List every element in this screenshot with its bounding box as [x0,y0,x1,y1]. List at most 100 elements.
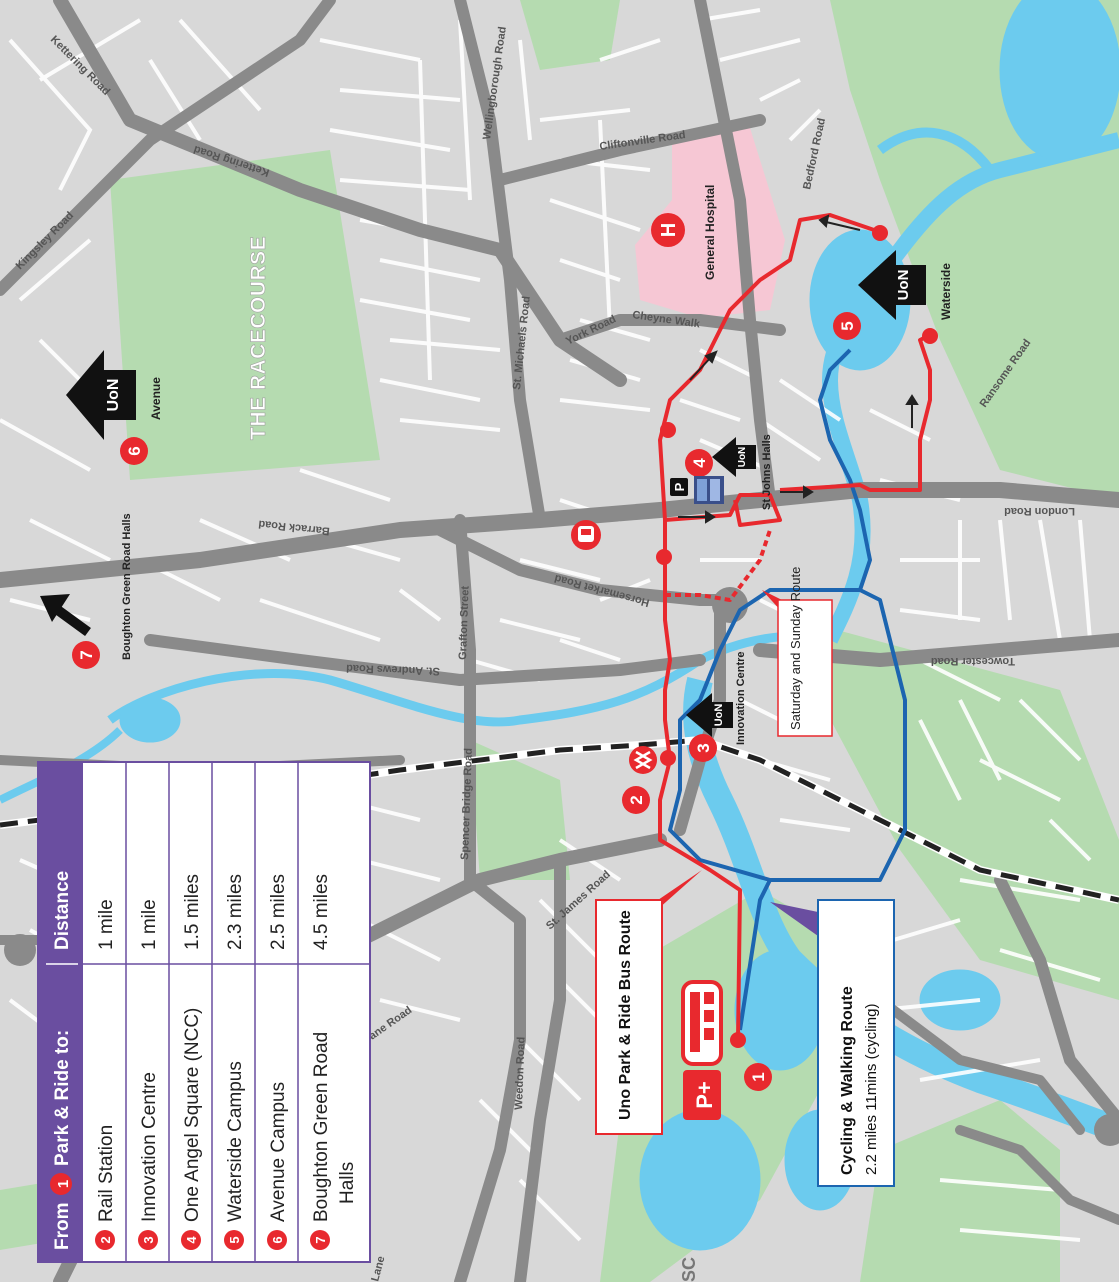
general-hospital-label: General Hospital [703,185,717,280]
road-label-weedon-road: Weedon Road [513,1037,528,1111]
location-label-boughton-green-road-halls: Boughton Green Road Halls [121,513,133,660]
row-distance: 4.5 miles [311,874,332,950]
cycling-route-callout: Cycling & Walking Route 2.2 miles 11mins… [770,899,895,1187]
table-row: 4 One Angel Square (NCC) 1.5 miles [168,762,212,1262]
distance-table-rows: 2 Rail Station 1 mile 3 Innovation Centre 1 m… [83,762,370,1262]
distance-table-header-prefix: From [52,1203,73,1251]
location-label-innovation-centre: Innovation Centre [735,651,747,745]
number-markers: 1 2 3 4 5 6 7 [72,312,861,1091]
row-destination: Avenue Campus [268,1082,289,1222]
row-distance: 1.5 miles [182,874,203,950]
distance-table-header-marker [50,1173,72,1195]
road-label-st-andrews-road: St. Andrews Road [346,662,440,677]
svg-text:6: 6 [125,446,144,455]
road-label-towcester-road: Towcester Road [931,655,1015,667]
road-label-london-road: London Road [1004,505,1075,517]
row-number-marker [181,1230,201,1250]
marker-4: 4 [685,449,713,477]
uon-marker-waterside: UoN [858,250,926,320]
row-distance: 2.3 miles [225,874,246,950]
uon-marker-icon [858,250,926,320]
uon-marker-icon [66,350,136,440]
svg-text:7: 7 [77,650,96,659]
row-distance: 1 mile [139,899,160,950]
uon-marker-text: UoN [105,379,122,412]
svg-text:P: P [672,482,687,491]
row-number-marker [138,1230,158,1250]
distance-table-header [38,762,83,1262]
marker-3: 3 [689,734,717,762]
row-destination: Waterside Campus [225,1061,246,1222]
row-number: 5 [227,1236,242,1243]
marker-6: 6 [120,437,148,465]
row-distance: 2.5 miles [268,874,289,950]
row-number: 3 [141,1236,156,1243]
one-angel-square-building-icon [694,476,724,504]
park-and-ride-icon: P+ [681,980,723,1120]
row-number: 4 [184,1236,199,1244]
row-number: 7 [313,1236,328,1243]
hospital-icon: H [658,223,680,237]
rail-station-icon [629,746,657,774]
cycling-route-time: 2.2 miles 11mins (cycling) [863,1004,880,1175]
bus-route-callout: Uno Park & Ride Bus Route [595,870,702,1135]
weekend-route-label: Saturday and Sunday Route [788,567,803,730]
uon-marker-st-johns: UoN [712,437,756,477]
svg-text:P+: P+ [692,1081,717,1109]
bus-stops [656,225,938,1048]
row-number-marker [267,1230,287,1250]
uon-marker-icon [712,437,756,477]
uon-marker-text: UoN [895,270,912,301]
direction-arrow-boughton [40,594,91,637]
row-number-marker [310,1230,330,1250]
svg-text:5: 5 [838,321,857,330]
road-label-bottom-fragment: SC [679,1257,699,1282]
table-row: 3 Innovation Centre 1 mile [125,762,169,1262]
svg-text:4: 4 [690,458,709,468]
road-label-grafton-street: Grafton Street [457,585,472,660]
marker-7: 7 [72,641,100,669]
route-arrows [678,214,919,524]
location-label-avenue: Avenue [149,377,163,420]
row-distance: 1 mile [96,899,117,950]
row-destination: One Angel Square (NCC) [182,1008,203,1222]
table-row: 2 Rail Station 1 mile [83,899,126,1250]
uon-marker-text: UoN [713,704,725,727]
location-label-st-johns-halls: St Johns Halls [761,434,773,510]
uon-marker-innovation: UoN [686,693,733,737]
racecourse-label: THE RACECOURSE [247,236,270,440]
bus-route-label: Uno Park & Ride Bus Route [617,910,634,1120]
row-destination: Innovation Centre [139,1072,160,1222]
table-row: 6 Avenue Campus 2.5 miles [254,762,298,1262]
row-number: 6 [270,1236,285,1243]
uon-marker-avenue: UoN [66,350,136,440]
cycling-walking-route-line [668,348,872,1031]
row-number-marker [95,1230,115,1250]
uon-marker-text: UoN [737,447,748,468]
marker-5: 5 [833,312,861,340]
uon-marker-icon [686,693,733,737]
row-number-marker [224,1230,244,1250]
row-number: 2 [98,1236,113,1243]
cycling-loop [770,588,907,882]
table-row: 5 Waterside Campus 2.3 miles [211,762,255,1262]
svg-text:3: 3 [694,743,713,752]
road-label-spencer-bridge-road: Spencer Bridge Road [459,748,475,860]
row-destination: Rail Station [96,1125,117,1222]
location-label-waterside: Waterside [939,263,953,320]
parking-icon: P [670,478,688,496]
cycling-route-label: Cycling & Walking Route [839,986,856,1175]
marker-2: 2 [622,786,650,814]
weekend-route-callout: Saturday and Sunday Route [762,567,833,737]
svg-text:2: 2 [627,795,646,804]
hospital-marker [651,213,685,247]
bus-station-icon [571,520,601,550]
marker-1: 1 [744,1063,772,1091]
svg-text:1: 1 [749,1072,768,1081]
distance-table-distance-header: Distance [52,871,73,950]
distance-table-header-title: Park & Ride to: [52,1030,73,1166]
